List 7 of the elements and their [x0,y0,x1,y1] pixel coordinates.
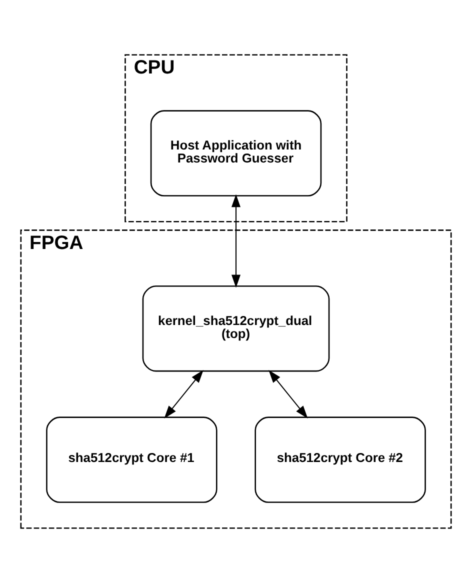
node-box: sha512crypt Core #1 [46,416,218,503]
node-box: sha512crypt Core #2 [254,416,426,503]
node-box: kernel_sha512crypt_dual (top) [142,285,330,372]
node-box: Host Application with Password Guesser [150,110,322,196]
arrow [164,370,204,419]
arrow [231,194,241,288]
arrow [268,370,308,419]
